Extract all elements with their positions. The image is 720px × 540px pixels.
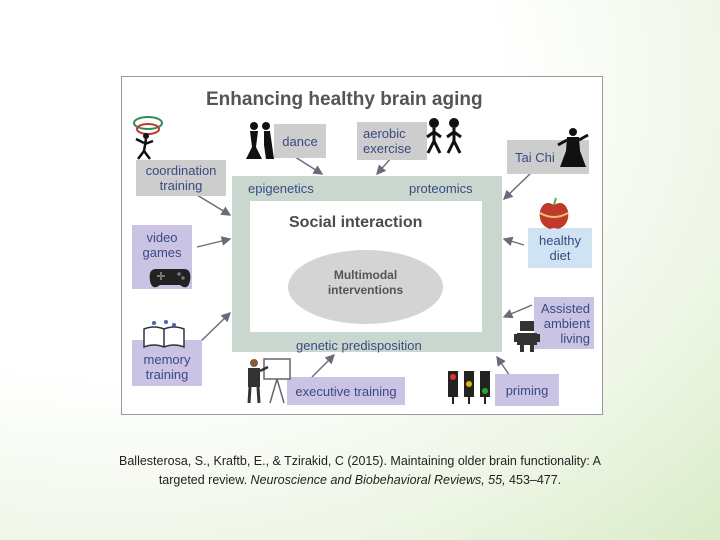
multimodal-line1: Multimodal	[288, 268, 443, 283]
book-icon	[142, 319, 186, 349]
robot-icon	[514, 319, 540, 353]
coordination-training-box: coordination training	[136, 160, 226, 196]
healthy-line1: healthy	[539, 233, 581, 248]
arrow-assisted	[504, 305, 532, 317]
tai-chi-label: Tai Chi	[515, 150, 555, 165]
healthy-line2: diet	[550, 248, 571, 263]
assisted-line1: Assisted	[541, 301, 590, 316]
caption-line2: targeted review. Neuroscience and Biobeh…	[60, 471, 660, 490]
tai-chi-figure-icon	[556, 127, 590, 169]
dance-label: dance	[282, 134, 317, 149]
assisted-line3: living	[560, 331, 590, 346]
coordination-line1: coordination	[146, 163, 217, 178]
caption-line1: Ballesterosa, S., Kraftb, E., & Tzirakid…	[60, 452, 660, 471]
dance-box: dance	[274, 124, 326, 158]
aerobic-line1: aerobic	[363, 126, 406, 141]
memory-line1: memory	[144, 352, 191, 367]
aerobic-exercise-box: aerobic exercise	[357, 122, 427, 160]
caption-journal: Neuroscience and Biobehavioral Reviews, …	[251, 473, 506, 487]
memory-line2: training	[146, 367, 189, 382]
apple-icon	[536, 197, 572, 231]
epigenetics-label: epigenetics	[248, 181, 314, 196]
healthy-diet-box: healthy diet	[528, 228, 592, 268]
arrow-healthy	[504, 239, 524, 245]
runners-icon	[422, 117, 466, 157]
multimodal-line2: interventions	[288, 283, 443, 298]
video-line1: video	[146, 230, 177, 245]
executive-training-box: executive training	[287, 377, 405, 405]
caption-pages: 453–477.	[506, 473, 562, 487]
dancers-icon	[242, 121, 278, 161]
aerobic-line2: exercise	[363, 141, 411, 156]
priming-label: priming	[506, 383, 549, 398]
genetic-predisposition-label: genetic predisposition	[296, 338, 422, 353]
multimodal-interventions-label: Multimodal interventions	[288, 268, 443, 298]
gymnast-icon	[126, 109, 168, 161]
video-line2: games	[142, 245, 181, 260]
gamepad-icon	[148, 265, 192, 291]
coordination-line2: training	[160, 178, 203, 193]
executive-label: executive training	[295, 384, 396, 399]
social-interaction-label: Social interaction	[289, 214, 422, 232]
priming-box: priming	[495, 374, 559, 406]
citation-caption: Ballesterosa, S., Kraftb, E., & Tzirakid…	[60, 452, 660, 490]
traffic-lights-icon	[446, 369, 492, 405]
diagram-figure: Enhancing healthy brain aging epigenetic…	[121, 76, 603, 415]
arrow-video	[197, 239, 230, 247]
proteomics-label: proteomics	[409, 181, 473, 196]
arrow-executive	[312, 355, 334, 377]
assisted-line2: ambient	[544, 316, 590, 331]
caption-prefix: targeted review.	[159, 473, 251, 487]
presenter-icon	[242, 357, 292, 405]
arrow-taichi	[504, 172, 532, 199]
arrow-coordination	[197, 195, 230, 215]
assisted-ambient-living-box: Assisted ambient living	[534, 297, 594, 349]
